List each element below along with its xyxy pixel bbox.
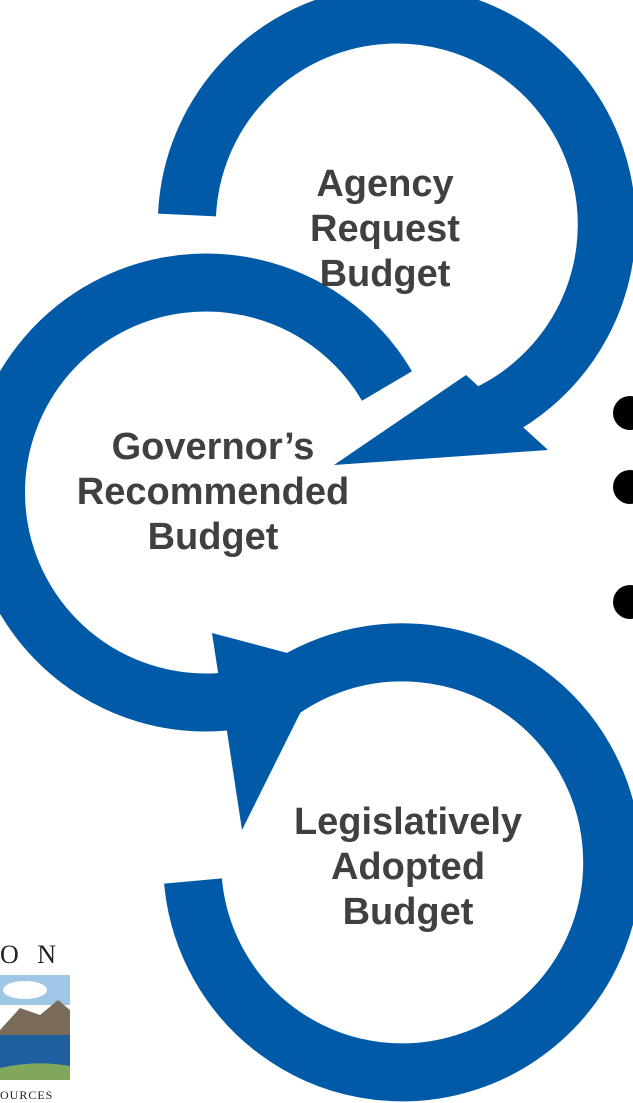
- stage-label-line: Recommended: [76, 471, 350, 513]
- governor-ring-arc: [0, 253, 412, 732]
- stage-label-line: Adopted: [330, 846, 486, 888]
- legislative-ring-arc: [164, 623, 633, 1102]
- agency-ring-arc: [158, 0, 633, 449]
- bullet-icon: [613, 470, 633, 504]
- stage-label-line: Budget: [342, 891, 474, 933]
- bullet-icon: [613, 585, 633, 619]
- logo-mountains: [0, 1000, 70, 1040]
- logo-bottom-text: OURCES: [0, 1088, 54, 1102]
- stage-label-line: Budget: [147, 516, 279, 558]
- stage-label-line: Budget: [319, 253, 451, 295]
- stage-label-line: Legislatively: [293, 801, 523, 843]
- stage-legislatively-adopted-label: Legislatively Adopted Budget: [248, 800, 568, 935]
- logo-shore: [0, 1063, 70, 1080]
- stage-agency-request-label: Agency Request Budget: [270, 162, 500, 297]
- stage-governor-recommended-label: Governor’s Recommended Budget: [68, 425, 358, 560]
- logo-cloud: [3, 981, 47, 999]
- stage-label-line: Request: [310, 208, 460, 250]
- bullet-icon: [613, 396, 633, 430]
- logo-top-text: O N: [0, 940, 63, 969]
- stage-label-line: Agency: [316, 163, 454, 205]
- stage-label-line: Governor’s: [111, 426, 315, 468]
- agency-arrowhead-icon: [334, 375, 548, 465]
